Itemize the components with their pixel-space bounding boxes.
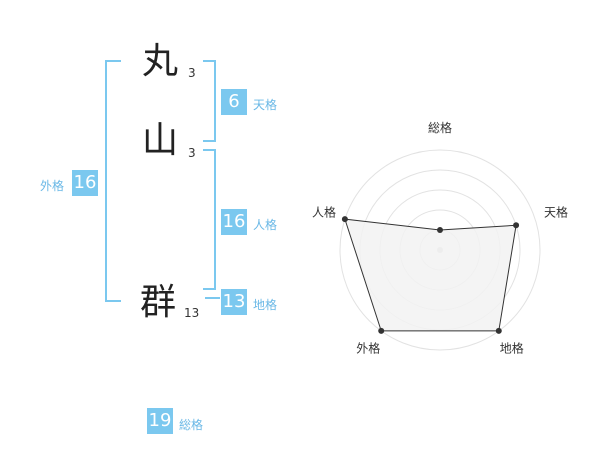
gaikaku-value: 16 (72, 170, 98, 196)
name-char-3-strokes: 13 (184, 306, 200, 320)
radar-ring (339, 149, 541, 351)
name-char-3: 群 (140, 282, 177, 323)
tenkaku-value: 6 (221, 89, 247, 115)
name-char-2-strokes: 3 (188, 146, 196, 160)
tenkaku-bracket (203, 60, 216, 142)
radar-point-3 (378, 327, 385, 334)
radar-axis-label-4: 人格 (312, 204, 336, 219)
name-char-1: 丸 (142, 41, 179, 82)
jinkaku-bracket (203, 149, 216, 290)
radar-point-4 (341, 216, 348, 223)
radar-axis-label-3: 外格 (356, 341, 380, 356)
gaikaku-bracket (105, 60, 121, 302)
radar-axis-label-0: 総格 (428, 120, 452, 135)
radar-series-polygon (344, 218, 517, 332)
tenkaku-label: 天格 (253, 98, 278, 112)
jinkaku-value: 16 (221, 209, 247, 235)
name-char-1-strokes: 3 (188, 66, 196, 80)
gaikaku-label: 外格 (40, 179, 65, 193)
radar-point-1 (513, 222, 520, 229)
radar-point-0 (437, 227, 443, 233)
radar-axis-label-1: 天格 (544, 204, 568, 219)
jinkaku-label: 人格 (253, 218, 278, 232)
chikaku-label: 地格 (253, 298, 278, 312)
radar-point-2 (495, 327, 502, 334)
chikaku-connector (205, 297, 220, 299)
name-char-2: 山 (142, 120, 179, 161)
soukaku-label: 総格 (179, 418, 204, 432)
radar-axis-label-2: 地格 (500, 341, 524, 356)
soukaku-value: 19 (147, 408, 173, 434)
chikaku-value: 13 (221, 289, 247, 315)
